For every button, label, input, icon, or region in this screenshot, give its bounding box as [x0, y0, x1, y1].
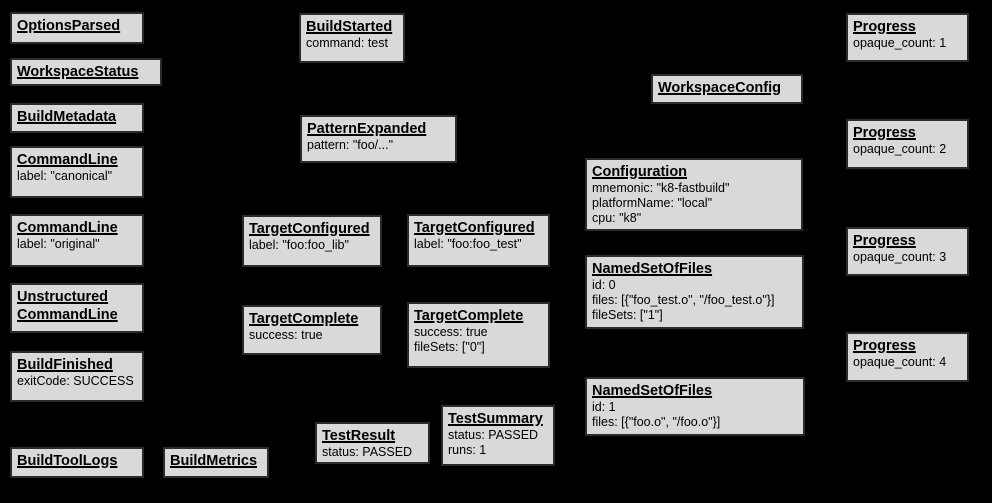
node-title: CommandLine	[17, 152, 118, 168]
node-title: BuildStarted	[306, 19, 393, 35]
node-target-configured-foo-lib: TargetConfigured label: "foo:foo_lib"	[242, 215, 382, 267]
node-field: exitCode: SUCCESS	[17, 374, 134, 388]
node-test-result: TestResult status: PASSED	[315, 422, 430, 464]
node-target-complete-foo-test: TargetComplete success: true fileSets: […	[407, 302, 550, 368]
node-field: pattern: "foo/..."	[307, 138, 394, 152]
node-title: TargetConfigured	[249, 221, 370, 237]
node-workspace-config: WorkspaceConfig	[651, 74, 803, 104]
node-title: CommandLine	[17, 220, 118, 236]
node-field: opaque_count: 2	[853, 142, 947, 156]
node-field: fileSets: ["1"]	[592, 308, 663, 322]
node-progress-3: Progress opaque_count: 3	[846, 227, 969, 276]
node-named-set-of-files-0: NamedSetOfFiles id: 0 files: [{"foo_test…	[585, 255, 804, 329]
node-title: Progress	[853, 233, 916, 249]
node-field: label: "foo:foo_test"	[414, 237, 522, 251]
node-field: status: PASSED	[322, 445, 413, 459]
node-unstructured-command-line: Unstructured CommandLine	[10, 283, 144, 333]
node-field: label: "canonical"	[17, 169, 113, 183]
node-build-started: BuildStarted command: test	[299, 13, 405, 63]
node-named-set-of-files-1: NamedSetOfFiles id: 1 files: [{"foo.o", …	[585, 377, 805, 436]
node-field: id: 0	[592, 278, 616, 292]
node-field: cpu: "k8"	[592, 211, 642, 225]
node-workspace-status: WorkspaceStatus	[10, 58, 162, 86]
node-field: files: [{"foo.o", "/foo.o"}]	[592, 415, 721, 429]
node-field: platformName: "local"	[592, 196, 713, 210]
node-title: Unstructured CommandLine	[17, 289, 118, 323]
node-field: id: 1	[592, 400, 616, 414]
node-build-finished: BuildFinished exitCode: SUCCESS	[10, 351, 144, 402]
node-title: TargetComplete	[414, 308, 524, 324]
node-field: files: [{"foo_test.o", "/foo_test.o"}]	[592, 293, 775, 307]
node-title: PatternExpanded	[307, 121, 427, 137]
node-field: opaque_count: 4	[853, 355, 947, 369]
node-title: Progress	[853, 19, 916, 35]
node-field: opaque_count: 3	[853, 250, 947, 264]
node-field: opaque_count: 1	[853, 36, 947, 50]
node-progress-2: Progress opaque_count: 2	[846, 119, 969, 169]
node-pattern-expanded: PatternExpanded pattern: "foo/..."	[300, 115, 457, 163]
node-title: Progress	[853, 125, 916, 141]
node-field: runs: 1	[448, 443, 487, 457]
node-title: Progress	[853, 338, 916, 354]
node-title: TestSummary	[448, 411, 543, 427]
node-field: mnemonic: "k8-fastbuild"	[592, 181, 730, 195]
node-title: WorkspaceConfig	[658, 80, 782, 96]
node-test-summary: TestSummary status: PASSED runs: 1	[441, 405, 555, 466]
node-title: TargetConfigured	[414, 220, 535, 236]
node-field: command: test	[306, 36, 388, 50]
node-field: success: true	[414, 325, 488, 339]
node-target-configured-foo-test: TargetConfigured label: "foo:foo_test"	[407, 214, 550, 267]
node-field: label: "original"	[17, 237, 100, 251]
node-configuration: Configuration mnemonic: "k8-fastbuild" p…	[585, 158, 803, 231]
node-title: TargetComplete	[249, 311, 359, 327]
node-options-parsed: OptionsParsed	[10, 12, 144, 44]
node-command-line-canonical: CommandLine label: "canonical"	[10, 146, 144, 198]
node-field: fileSets: ["0"]	[414, 340, 485, 354]
node-command-line-original: CommandLine label: "original"	[10, 214, 144, 267]
node-title: WorkspaceStatus	[17, 64, 139, 80]
node-title: NamedSetOfFiles	[592, 261, 713, 277]
node-build-metadata: BuildMetadata	[10, 103, 144, 133]
node-target-complete-foo-lib: TargetComplete success: true	[242, 305, 382, 355]
node-field: label: "foo:foo_lib"	[249, 238, 349, 252]
node-progress-1: Progress opaque_count: 1	[846, 13, 969, 62]
node-title: OptionsParsed	[17, 18, 121, 34]
node-build-metrics: BuildMetrics	[163, 447, 269, 478]
node-field: status: PASSED	[448, 428, 539, 442]
node-title: BuildMetrics	[170, 453, 258, 469]
node-title: TestResult	[322, 428, 396, 444]
node-title: BuildFinished	[17, 357, 113, 373]
node-build-tool-logs: BuildToolLogs	[10, 447, 144, 478]
node-title: BuildMetadata	[17, 109, 117, 125]
node-title: Configuration	[592, 164, 688, 180]
node-title: NamedSetOfFiles	[592, 383, 713, 399]
node-title: BuildToolLogs	[17, 453, 118, 469]
node-progress-4: Progress opaque_count: 4	[846, 332, 969, 382]
node-field: success: true	[249, 328, 323, 342]
